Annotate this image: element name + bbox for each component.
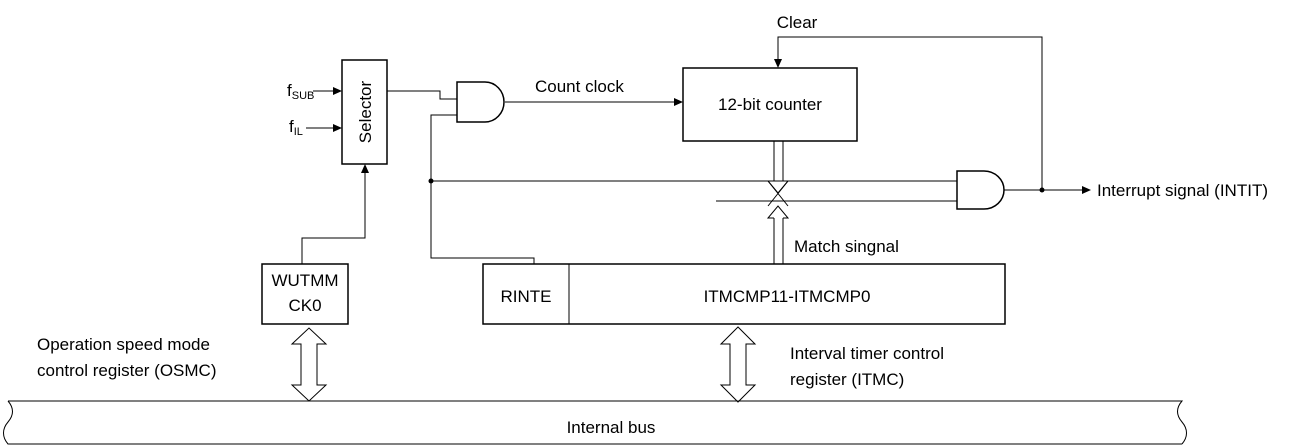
internal-bus-left-bottom [3,400,1182,445]
osmc-line1: Operation speed mode [37,335,210,354]
fil-label: fIL [289,117,303,138]
counter-label: 12-bit counter [718,95,822,114]
internal-bus-label: Internal bus [567,418,656,437]
interrupt-arrow [1082,186,1091,194]
itmcmp-label: ITMCMP11-ITMCMP0 [704,287,871,306]
fsub-label: fSUB [287,81,314,102]
wutmm-line2: CK0 [288,296,321,315]
and1-rinte-wire [430,114,535,264]
wutmmck0-box [261,263,349,325]
wutmm-line1: WUTMM [271,271,338,290]
fsub-arrow [333,87,342,95]
rinte-label: RINTE [501,287,552,306]
itmc-bidir-arrow [719,326,757,403]
wutmm-to-selector-wire [301,173,366,264]
count-clock-label: Count clock [535,77,624,96]
clear-label: Clear [777,13,818,32]
interrupt-label: Interrupt signal (INTIT) [1097,181,1268,200]
fsub-input: fSUB [287,81,342,102]
selector-label: Selector [356,80,375,143]
selector-box [341,59,388,165]
selector-to-and-wire [387,90,457,100]
clear-arrow [774,59,782,68]
fil-input: fIL [289,117,342,138]
itmc-line2: register (ITMC) [790,370,904,389]
itmcmp-bus [766,205,790,264]
junction-right [1039,187,1045,193]
count-clock-arrow [674,98,683,106]
match-label: Match singnal [794,237,899,256]
itmc-register-box [482,263,1006,325]
internal-bus-top-right [8,400,1187,445]
clear-wire [777,36,1043,189]
and-gate-2 [956,170,1005,210]
comparator-cross [767,180,789,207]
counter-box [682,67,858,142]
osmc-bidir-arrow [290,327,328,402]
wutmm-arrow [361,164,369,173]
itmc-line1: Interval timer control [790,344,944,363]
osmc-line2: control register (OSMC) [37,361,216,380]
fil-arrow [333,124,342,132]
and-gate-1 [456,81,505,123]
